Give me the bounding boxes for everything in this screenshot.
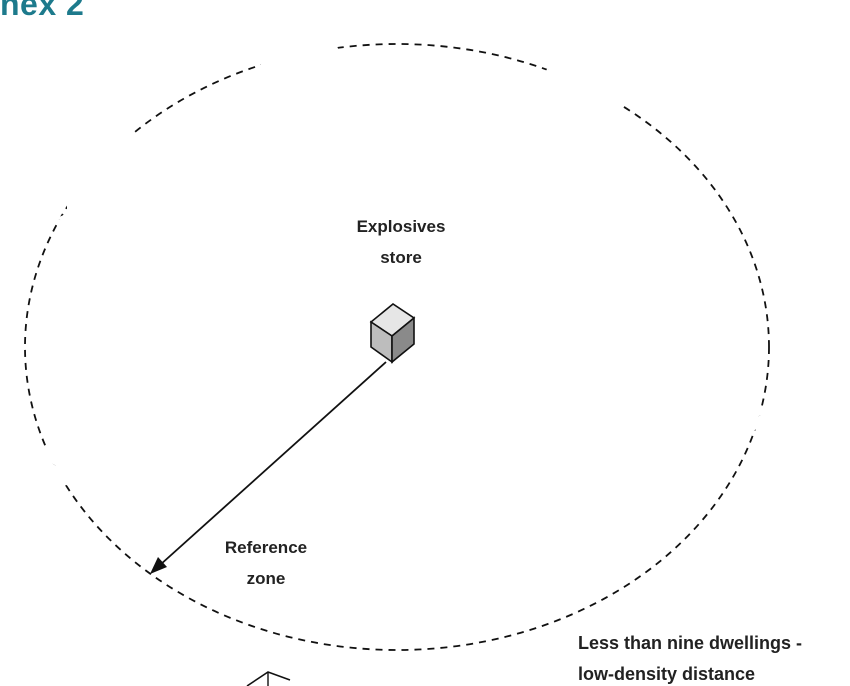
reference-zone-boundary [24, 43, 770, 651]
house-mid-left [38, 308, 158, 501]
caption-line2: low-density distance [578, 664, 755, 684]
page-title: nex 2 [0, 0, 85, 22]
house-mid-right [640, 323, 765, 459]
zone-label-line1: Reference [225, 538, 307, 557]
house-partial-bottom [246, 671, 291, 686]
house-top-right [513, 33, 633, 226]
house-top-center [240, 3, 360, 196]
zone-label-line2: zone [247, 569, 286, 588]
explosives-store-cube [369, 303, 416, 364]
reference-radius-arrow [150, 361, 387, 574]
store-label-line2: store [380, 248, 422, 267]
store-label-line1: Explosives [357, 217, 446, 236]
house-bottom-center [415, 483, 540, 619]
caption-line1: Less than nine dwellings - [578, 633, 802, 653]
house-upper-left [57, 128, 182, 264]
